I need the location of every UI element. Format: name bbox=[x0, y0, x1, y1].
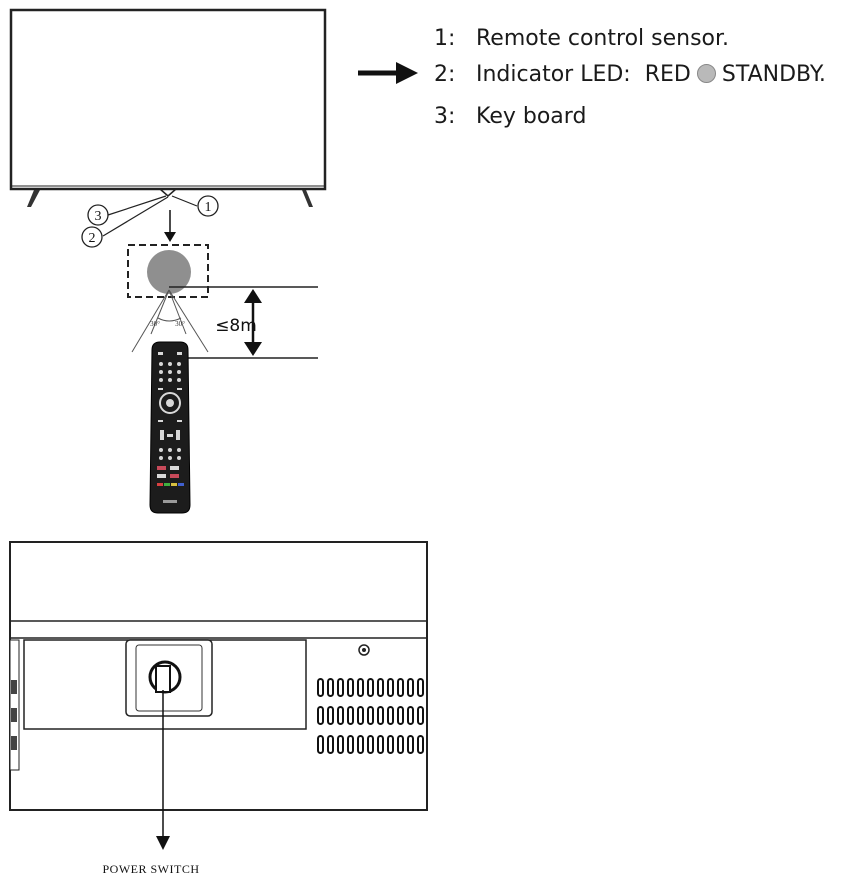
vent-slot bbox=[347, 735, 354, 754]
callout-2-label: 2 bbox=[89, 231, 96, 246]
vent-slot bbox=[377, 678, 384, 697]
vent-slot bbox=[367, 735, 374, 754]
vent-slot bbox=[377, 706, 384, 725]
callout-3: 3 bbox=[87, 204, 109, 226]
tv-front-view bbox=[9, 8, 327, 207]
sensor-zoom-box bbox=[127, 244, 209, 298]
vent-slot bbox=[387, 735, 394, 754]
distance-label: ≤8m bbox=[215, 316, 257, 336]
rear-vents bbox=[317, 678, 424, 754]
vent-slot bbox=[397, 735, 404, 754]
legend-number: 1: bbox=[434, 26, 456, 51]
callout-3-label: 3 bbox=[95, 209, 102, 224]
callout-1-label: 1 bbox=[205, 200, 212, 215]
power-switch-arrow-icon bbox=[156, 716, 170, 850]
vent-slot bbox=[417, 706, 424, 725]
vent-slot bbox=[317, 735, 324, 754]
vent-slot bbox=[357, 678, 364, 697]
vent-slot bbox=[367, 678, 374, 697]
vent-slot bbox=[317, 678, 324, 697]
vent-slot bbox=[387, 678, 394, 697]
distance-dimension bbox=[169, 286, 318, 359]
vent-slot bbox=[397, 706, 404, 725]
legend-item-3: 3: Key board bbox=[434, 104, 586, 129]
vent-slot bbox=[347, 678, 354, 697]
vent-slot bbox=[317, 706, 324, 725]
angle-left-label: 30° bbox=[150, 320, 160, 328]
callout-2: 2 bbox=[81, 226, 103, 248]
vent-slot bbox=[397, 678, 404, 697]
led-state-label: STANDBY. bbox=[721, 62, 826, 87]
callout-leaders bbox=[102, 195, 198, 237]
legend-item-1: 1: Remote control sensor. bbox=[434, 26, 729, 51]
reception-angle bbox=[131, 289, 209, 353]
legend-label: Indicator LED: bbox=[476, 62, 631, 87]
sensor-down-arrow-icon bbox=[164, 210, 176, 242]
vent-slot bbox=[357, 706, 364, 725]
remote-control bbox=[149, 341, 191, 514]
legend-label: Remote control sensor. bbox=[476, 26, 730, 51]
vent-slot bbox=[327, 706, 334, 725]
vent-slot bbox=[387, 706, 394, 725]
vent-slot bbox=[347, 706, 354, 725]
legend-item-2: 2: Indicator LED: RED STANDBY. bbox=[434, 62, 826, 87]
callout-1: 1 bbox=[197, 195, 219, 217]
led-color-label: RED bbox=[644, 62, 691, 87]
power-switch-label: POWER SWITCH bbox=[103, 862, 200, 876]
vent-slot bbox=[417, 678, 424, 697]
vent-slot bbox=[327, 735, 334, 754]
vent-slot bbox=[407, 735, 414, 754]
led-indicator-icon bbox=[696, 64, 716, 83]
vent-slot bbox=[337, 678, 344, 697]
vent-slot bbox=[417, 735, 424, 754]
vent-slot bbox=[407, 706, 414, 725]
tv-rear-view bbox=[9, 541, 428, 811]
legend-number: 2: bbox=[434, 62, 456, 87]
angle-right-label: 30° bbox=[175, 320, 185, 328]
pointer-arrow-icon bbox=[358, 62, 418, 84]
vent-slot bbox=[337, 735, 344, 754]
vent-slot bbox=[327, 678, 334, 697]
legend-number: 3: bbox=[434, 104, 456, 129]
legend-label: Key board bbox=[476, 104, 587, 129]
vent-slot bbox=[407, 678, 414, 697]
vent-slot bbox=[337, 706, 344, 725]
vent-slot bbox=[367, 706, 374, 725]
vent-slot bbox=[377, 735, 384, 754]
vent-slot bbox=[357, 735, 364, 754]
